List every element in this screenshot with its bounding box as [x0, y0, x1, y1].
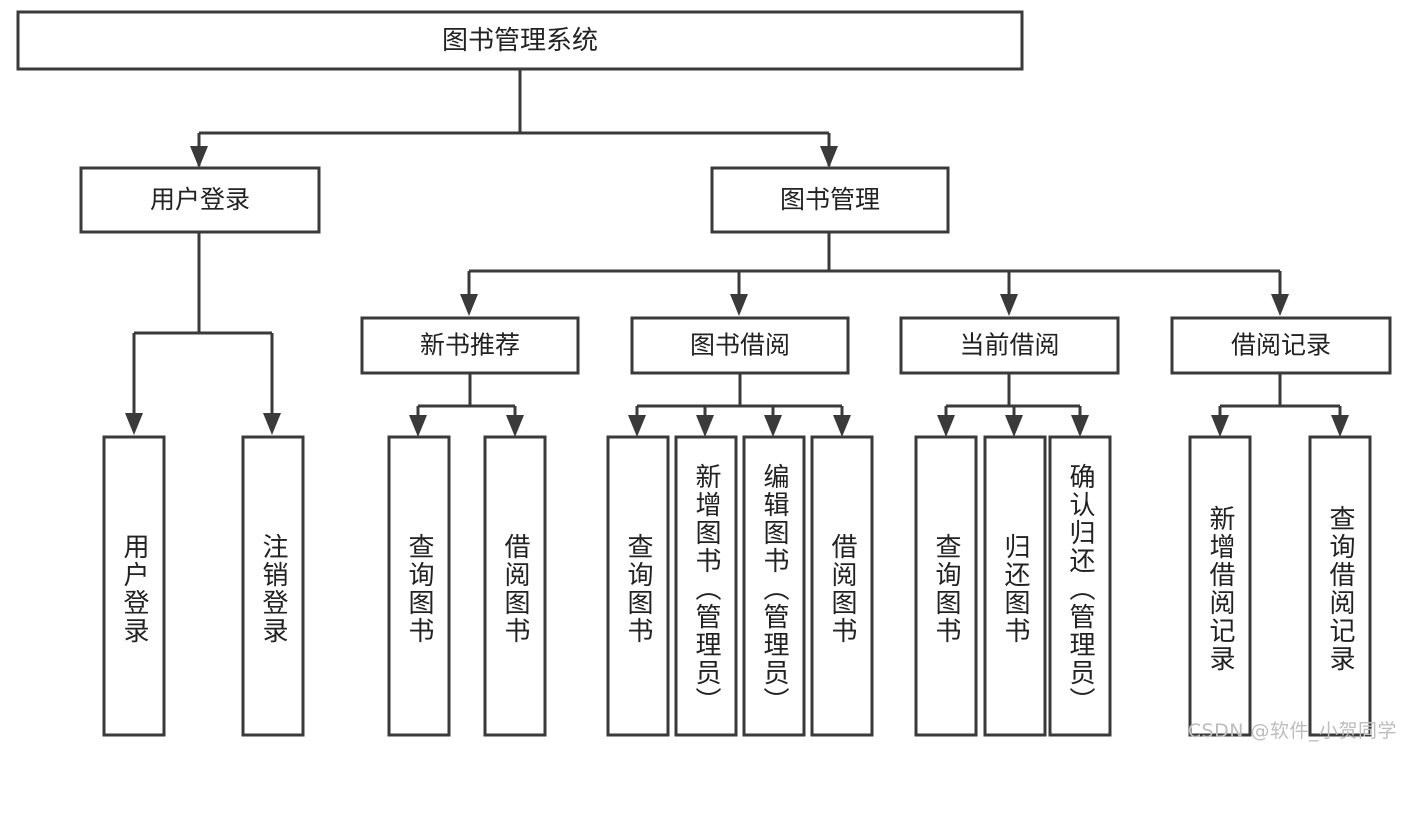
boxes-layer [16, 10, 1392, 737]
leaf-box-leaf-edit-book[interactable] [742, 435, 806, 737]
arrow-head-icon [764, 415, 782, 437]
root-node-label: 图书管理系统 [442, 26, 598, 56]
node-box-user-login[interactable] [79, 166, 321, 234]
leaf-box-leaf-borrow-book-2[interactable] [810, 435, 874, 737]
arrow-head-icon [1071, 415, 1089, 437]
arrow-head-icon [628, 415, 646, 437]
leaf-box-leaf-query-book-2[interactable] [606, 435, 670, 737]
node-label-book-manage: 图书管理 [780, 185, 880, 214]
arrow-head-icon [409, 415, 427, 437]
node-box-current-borrow[interactable] [899, 316, 1120, 375]
node-label-user-login: 用户登录 [150, 185, 250, 214]
leaf-box-leaf-logout[interactable] [241, 435, 305, 737]
node-box-borrow-record[interactable] [1170, 316, 1392, 375]
arrow-head-icon [190, 146, 208, 168]
arrow-head-icon [1271, 294, 1289, 316]
leaf-box-leaf-return-book[interactable] [983, 435, 1047, 737]
arrow-head-icon [1005, 415, 1023, 437]
leaf-box-leaf-confirm-return[interactable] [1048, 435, 1112, 737]
leaf-box-leaf-query-book-1[interactable] [387, 435, 451, 737]
watermark-text: CSDN @软件_小贺同学 [1187, 720, 1397, 742]
node-box-book-manage[interactable] [710, 166, 950, 234]
arrow-head-icon [820, 146, 838, 168]
arrow-head-icon [1211, 415, 1229, 437]
arrow-head-icon [833, 415, 851, 437]
leaf-box-leaf-add-book[interactable] [674, 435, 738, 737]
node-label-new-book-recommend: 新书推荐 [420, 331, 520, 360]
connectors-layer [125, 69, 1349, 437]
arrow-head-icon [263, 413, 281, 435]
arrow-head-icon [937, 415, 955, 437]
arrow-head-icon [1331, 415, 1349, 437]
arrow-head-icon [460, 294, 478, 316]
leaf-box-leaf-borrow-book-1[interactable] [483, 435, 547, 737]
leaf-box-leaf-query-record[interactable] [1308, 435, 1372, 737]
org-chart-diagram: 图书管理系统用户登录图书管理新书推荐图书借阅当前借阅借阅记录 用户登录注销登录查… [16, 10, 1397, 742]
leaf-box-leaf-query-book-3[interactable] [914, 435, 978, 737]
node-label-book-borrow: 图书借阅 [690, 331, 790, 360]
leaf-box-leaf-add-record[interactable] [1188, 435, 1252, 737]
arrow-head-icon [125, 413, 143, 435]
node-box-book-borrow[interactable] [630, 316, 850, 375]
arrow-head-icon [1000, 294, 1018, 316]
arrow-head-icon [696, 415, 714, 437]
node-label-borrow-record: 借阅记录 [1231, 331, 1331, 360]
arrow-head-icon [506, 415, 524, 437]
root-node-box[interactable] [16, 10, 1024, 71]
node-box-new-book-recommend[interactable] [360, 316, 580, 375]
node-label-current-borrow: 当前借阅 [959, 331, 1059, 360]
arrow-head-icon [730, 294, 748, 316]
leaf-box-leaf-user-login[interactable] [102, 435, 166, 737]
